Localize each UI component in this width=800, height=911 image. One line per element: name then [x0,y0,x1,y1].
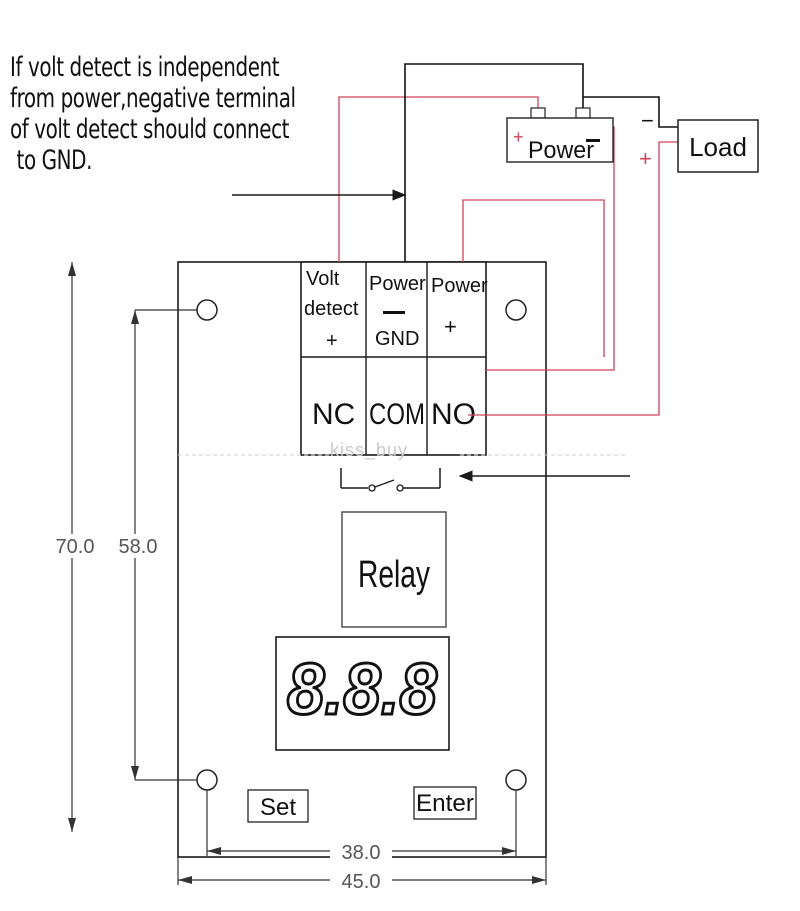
watermark: kiss_buy [330,440,409,460]
volt-detect-label-line1: Volt [306,268,340,290]
power-terminal-plus [530,107,546,119]
set-button-label: Set [260,794,296,821]
dimension-45-label: 45.0 [342,871,381,893]
power-box-minus-bar [586,139,600,142]
load-box [677,119,759,173]
mounting-hole-top-left [196,299,218,321]
set-button[interactable] [247,789,309,823]
wire-power-plus [462,199,605,357]
relay-switch-symbol [340,468,441,492]
wiring-note-line2: from power,negative terminal [10,83,296,115]
power-gnd-label-line3: GND [375,328,419,350]
power-box-plus: + [513,127,524,147]
wire-power-minus-to-load [583,96,678,128]
wiring-note: If volt detect is independent from power… [10,52,296,177]
power-gnd-minus-bar [383,311,405,314]
mounting-hole-bottom-left [196,769,218,791]
led-display [275,636,450,751]
wire-volt-detect [338,96,539,262]
load-minus-sign: − [641,108,654,133]
wiring-note-line1: If volt detect is independent [10,52,280,83]
power-terminal-minus [575,107,591,119]
enter-button-label: Enter [416,790,474,817]
led-display-digits: 8.8.8 [287,650,437,730]
mounting-hole-top-right [505,299,527,321]
volt-detect-label-line2: detect [304,298,359,320]
mounting-hole-bottom-right [505,769,527,791]
power-plus-label-line1: Power [431,275,488,297]
wire-power-gnd [404,63,584,262]
load-box-label: Load [689,132,747,162]
power-plus-label-line2: + [444,314,457,339]
wiring-note-line4: to GND. [16,145,93,177]
terminal-block [300,261,487,456]
com-terminal-label: COM [369,398,425,431]
wiring-note-line3: of volt detect should connect [10,114,290,146]
power-box-label: Power [528,137,594,164]
relay-label: Relay [358,554,430,596]
relay-box [341,511,447,628]
enter-button[interactable] [413,786,477,820]
dimension-38-label: 38.0 [342,842,381,864]
volt-detect-label-line3: + [326,330,338,352]
wire-no-to-load [468,141,678,416]
dimension-70-label: 70.0 [56,536,95,558]
nc-terminal-label: NC [312,398,355,431]
dimension-58-label: 58.0 [119,536,158,558]
load-plus-sign: + [639,146,652,171]
power-gnd-label-line1: Power [369,273,426,295]
